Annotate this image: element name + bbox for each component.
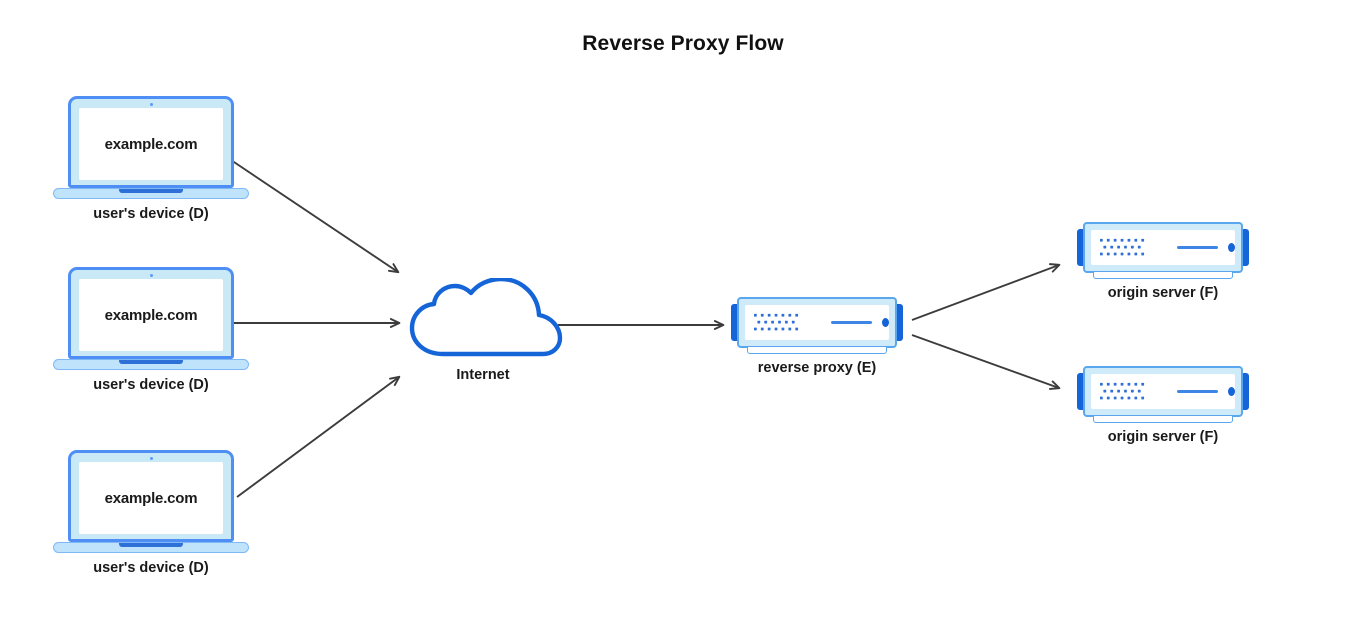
server-led-icon bbox=[1228, 387, 1235, 396]
server-cap-right bbox=[892, 304, 903, 341]
browser-url-text: example.com bbox=[104, 306, 198, 324]
laptop-notch bbox=[119, 189, 183, 193]
client-device-3-label: user's device (D) bbox=[93, 560, 209, 576]
server-icon bbox=[1077, 222, 1249, 279]
server-icon bbox=[1077, 366, 1249, 423]
client-device-1-label: user's device (D) bbox=[93, 206, 209, 222]
laptop-screen: example.com bbox=[79, 462, 223, 534]
server-icon bbox=[731, 297, 903, 354]
laptop-lid: example.com bbox=[68, 450, 234, 542]
server-cap-left bbox=[1077, 229, 1088, 266]
server-body bbox=[1083, 222, 1243, 273]
laptop-screen: example.com bbox=[79, 108, 223, 180]
server-body bbox=[737, 297, 897, 348]
laptop-lid: example.com bbox=[68, 96, 234, 188]
server-face bbox=[745, 305, 889, 340]
origin-server-2-label: origin server (F) bbox=[1107, 429, 1219, 445]
server-cap-right bbox=[1238, 373, 1249, 410]
arrow-proxy-to-origin2 bbox=[911, 334, 1061, 390]
server-body bbox=[1083, 366, 1243, 417]
server-vents-icon bbox=[1100, 238, 1145, 255]
server-face bbox=[1091, 374, 1235, 409]
origin-server-2-node[interactable]: origin server (F) bbox=[1068, 366, 1258, 445]
arrow-proxy-to-origin1 bbox=[911, 263, 1061, 321]
origin-server-1-node[interactable]: origin server (F) bbox=[1068, 222, 1258, 301]
server-cap-left bbox=[1077, 373, 1088, 410]
camera-icon bbox=[149, 103, 153, 106]
laptop-notch bbox=[119, 543, 183, 547]
laptop-notch bbox=[119, 360, 183, 364]
server-face bbox=[1091, 230, 1235, 265]
reverse-proxy-node[interactable]: reverse proxy (E) bbox=[722, 297, 912, 376]
reverse-proxy-label: reverse proxy (E) bbox=[757, 360, 877, 376]
server-cap-left bbox=[731, 304, 742, 341]
camera-icon bbox=[149, 274, 153, 277]
server-tray bbox=[1093, 415, 1233, 423]
laptop-screen: example.com bbox=[79, 279, 223, 351]
client-device-3[interactable]: example.com user's device (D) bbox=[53, 450, 249, 576]
client-device-2-label: user's device (D) bbox=[93, 377, 209, 393]
page-title: Reverse Proxy Flow bbox=[582, 32, 784, 55]
server-vents-icon bbox=[1100, 382, 1145, 399]
server-tray bbox=[1093, 271, 1233, 279]
internet-node[interactable]: Internet bbox=[398, 278, 568, 383]
server-tray bbox=[747, 346, 887, 354]
laptop-base bbox=[53, 188, 249, 199]
server-status-line bbox=[830, 321, 873, 324]
server-cap-right bbox=[1238, 229, 1249, 266]
origin-server-1-label: origin server (F) bbox=[1107, 285, 1219, 301]
server-status-line bbox=[1176, 390, 1219, 393]
server-led-icon bbox=[1228, 243, 1235, 252]
laptop-lid: example.com bbox=[68, 267, 234, 359]
server-led-icon bbox=[882, 318, 889, 327]
browser-url-text: example.com bbox=[104, 135, 198, 153]
server-status-line bbox=[1176, 246, 1219, 249]
laptop-base bbox=[53, 359, 249, 370]
camera-icon bbox=[149, 457, 153, 460]
cloud-icon bbox=[409, 278, 563, 357]
arrow-client3-to-internet bbox=[236, 375, 401, 498]
client-device-1[interactable]: example.com user's device (D) bbox=[53, 96, 249, 222]
browser-url-text: example.com bbox=[104, 489, 198, 507]
laptop-base bbox=[53, 542, 249, 553]
server-vents-icon bbox=[754, 313, 799, 330]
internet-label: Internet bbox=[456, 367, 510, 383]
client-device-2[interactable]: example.com user's device (D) bbox=[53, 267, 249, 393]
